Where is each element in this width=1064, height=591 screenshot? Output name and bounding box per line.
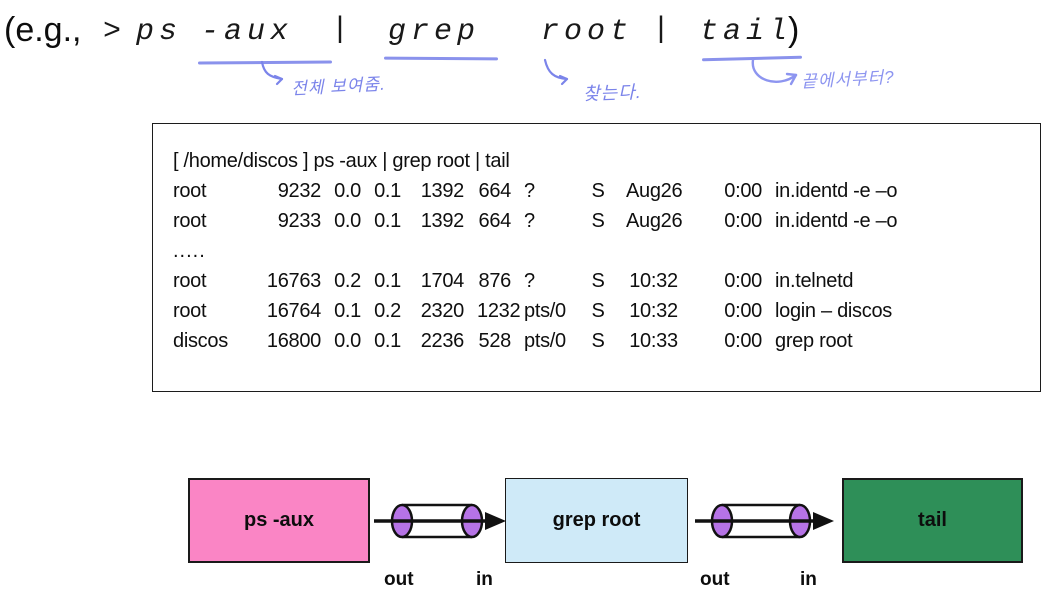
cell-rss: 876 — [478, 270, 512, 292]
ps-rows-top: root 9232 0.0 0.1 1392 664 ? S Aug26 0:0… — [173, 176, 1030, 236]
cell-user: root — [173, 180, 207, 202]
title-pipe-1: | — [331, 13, 355, 47]
terminal-output-box: [ /home/discos ] ps -aux | grep root | t… — [152, 123, 1041, 392]
cell-cpu: 0.1 — [334, 300, 361, 322]
cell-command: in.telnetd — [775, 270, 854, 292]
cell-time: 0:00 — [724, 330, 762, 352]
cell-start: 10:32 — [629, 270, 678, 292]
terminal-prompt-line: [ /home/discos ] ps -aux | grep root | t… — [173, 150, 510, 172]
curved-arrow-icon — [543, 58, 569, 86]
process-box-label: tail — [918, 509, 947, 531]
curved-arrow-icon — [260, 60, 284, 86]
cell-start: Aug26 — [626, 180, 683, 202]
cell-mem: 0.1 — [374, 180, 401, 202]
cell-user: root — [173, 270, 207, 292]
process-box-label: grep root — [552, 509, 641, 531]
cell-start: 10:33 — [629, 330, 678, 352]
cell-stat: S — [591, 330, 605, 352]
ps-rows-bottom: root 16763 0.2 0.1 1704 876 ? S 10:32 0:… — [173, 266, 1030, 356]
cell-pid: 16800 — [266, 330, 321, 352]
cell-vsz: 2236 — [420, 330, 465, 352]
cell-command: in.identd -e –o — [775, 210, 898, 232]
pipe-cylinder-icon — [374, 503, 506, 539]
u-turn-arrow-icon — [751, 58, 798, 86]
title-cmd-ps: ps — [136, 15, 183, 49]
cell-tty: pts/0 — [524, 330, 566, 352]
title-cmd-tail: tail — [700, 15, 793, 49]
pipe2-in-label: in — [800, 569, 817, 590]
pipe1-out-label: out — [384, 569, 414, 590]
table-row: root 16763 0.2 0.1 1704 876 ? S 10:32 0:… — [173, 266, 1030, 296]
cell-pid: 9232 — [277, 180, 322, 202]
cell-pid: 16764 — [266, 300, 321, 322]
cell-time: 0:00 — [724, 270, 762, 292]
table-row: discos 16800 0.0 0.1 2236 528 pts/0 S 10… — [173, 326, 1030, 356]
cell-rss: 664 — [478, 210, 512, 232]
cell-time: 0:00 — [724, 210, 762, 232]
cell-pid: 16763 — [266, 270, 321, 292]
cell-start: 10:32 — [629, 300, 678, 322]
cell-vsz: 2320 — [420, 300, 465, 322]
process-box-tail: tail — [842, 478, 1023, 563]
terminal-ellipsis-line: ..... — [173, 240, 206, 262]
cell-mem: 0.2 — [374, 300, 401, 322]
cell-tty: pts/0 — [524, 300, 566, 322]
cell-stat: S — [591, 270, 605, 292]
process-box-ps: ps -aux — [188, 478, 370, 563]
cell-user: discos — [173, 330, 228, 352]
table-row: root 9232 0.0 0.1 1392 664 ? S Aug26 0:0… — [173, 176, 1030, 206]
cell-command: grep root — [775, 330, 853, 352]
table-row: root 9233 0.0 0.1 1392 664 ? S Aug26 0:0… — [173, 206, 1030, 236]
cell-time: 0:00 — [724, 180, 762, 202]
cell-stat: S — [591, 180, 605, 202]
cell-time: 0:00 — [724, 300, 762, 322]
annotation-grep: 찾는다. — [582, 81, 643, 105]
cell-mem: 0.1 — [374, 270, 401, 292]
cell-pid: 9233 — [277, 210, 322, 232]
cell-tty: ? — [524, 270, 535, 292]
process-box-grep: grep root — [505, 478, 688, 563]
table-row: root 16764 0.1 0.2 2320 1232 pts/0 S 10:… — [173, 296, 1030, 326]
cell-rss: 664 — [478, 180, 512, 202]
underline-grep — [383, 56, 499, 61]
cell-cpu: 0.0 — [334, 330, 361, 352]
process-box-label: ps -aux — [243, 509, 315, 531]
cell-command: login – discos — [775, 300, 892, 322]
cell-vsz: 1392 — [420, 180, 465, 202]
cell-cpu: 0.0 — [334, 180, 361, 202]
cell-user: root — [173, 210, 207, 232]
title-open-paren: (e.g., — [4, 11, 82, 49]
cell-cpu: 0.2 — [334, 270, 361, 292]
cell-user: root — [173, 300, 207, 322]
title-pipe-2: | — [652, 13, 676, 47]
pipe2-out-label: out — [700, 569, 730, 590]
cell-cpu: 0.0 — [334, 210, 361, 232]
cell-mem: 0.1 — [374, 210, 401, 232]
cell-vsz: 1392 — [420, 210, 465, 232]
cell-mem: 0.1 — [374, 330, 401, 352]
cell-rss: 528 — [478, 330, 512, 352]
title-cmd-grep: grep — [388, 15, 481, 49]
cell-command: in.identd -e –o — [775, 180, 898, 202]
cell-stat: S — [591, 300, 605, 322]
cell-vsz: 1704 — [420, 270, 465, 292]
title-arg-root: root — [541, 15, 634, 49]
cell-tty: ? — [524, 210, 535, 232]
annotation-tail: 끝에서부터? — [800, 67, 896, 92]
title-flag-aux: -aux — [201, 15, 294, 49]
cell-tty: ? — [524, 180, 535, 202]
title-close-paren: ) — [788, 11, 800, 49]
cell-rss: 1232 — [477, 300, 521, 322]
title-prompt-gt: > — [103, 15, 127, 49]
cell-start: Aug26 — [626, 210, 683, 232]
pipe-cylinder-icon — [695, 503, 834, 539]
pipe1-in-label: in — [476, 569, 493, 590]
cell-stat: S — [591, 210, 605, 232]
annotation-aux: 전체 보여줌. — [290, 74, 387, 99]
